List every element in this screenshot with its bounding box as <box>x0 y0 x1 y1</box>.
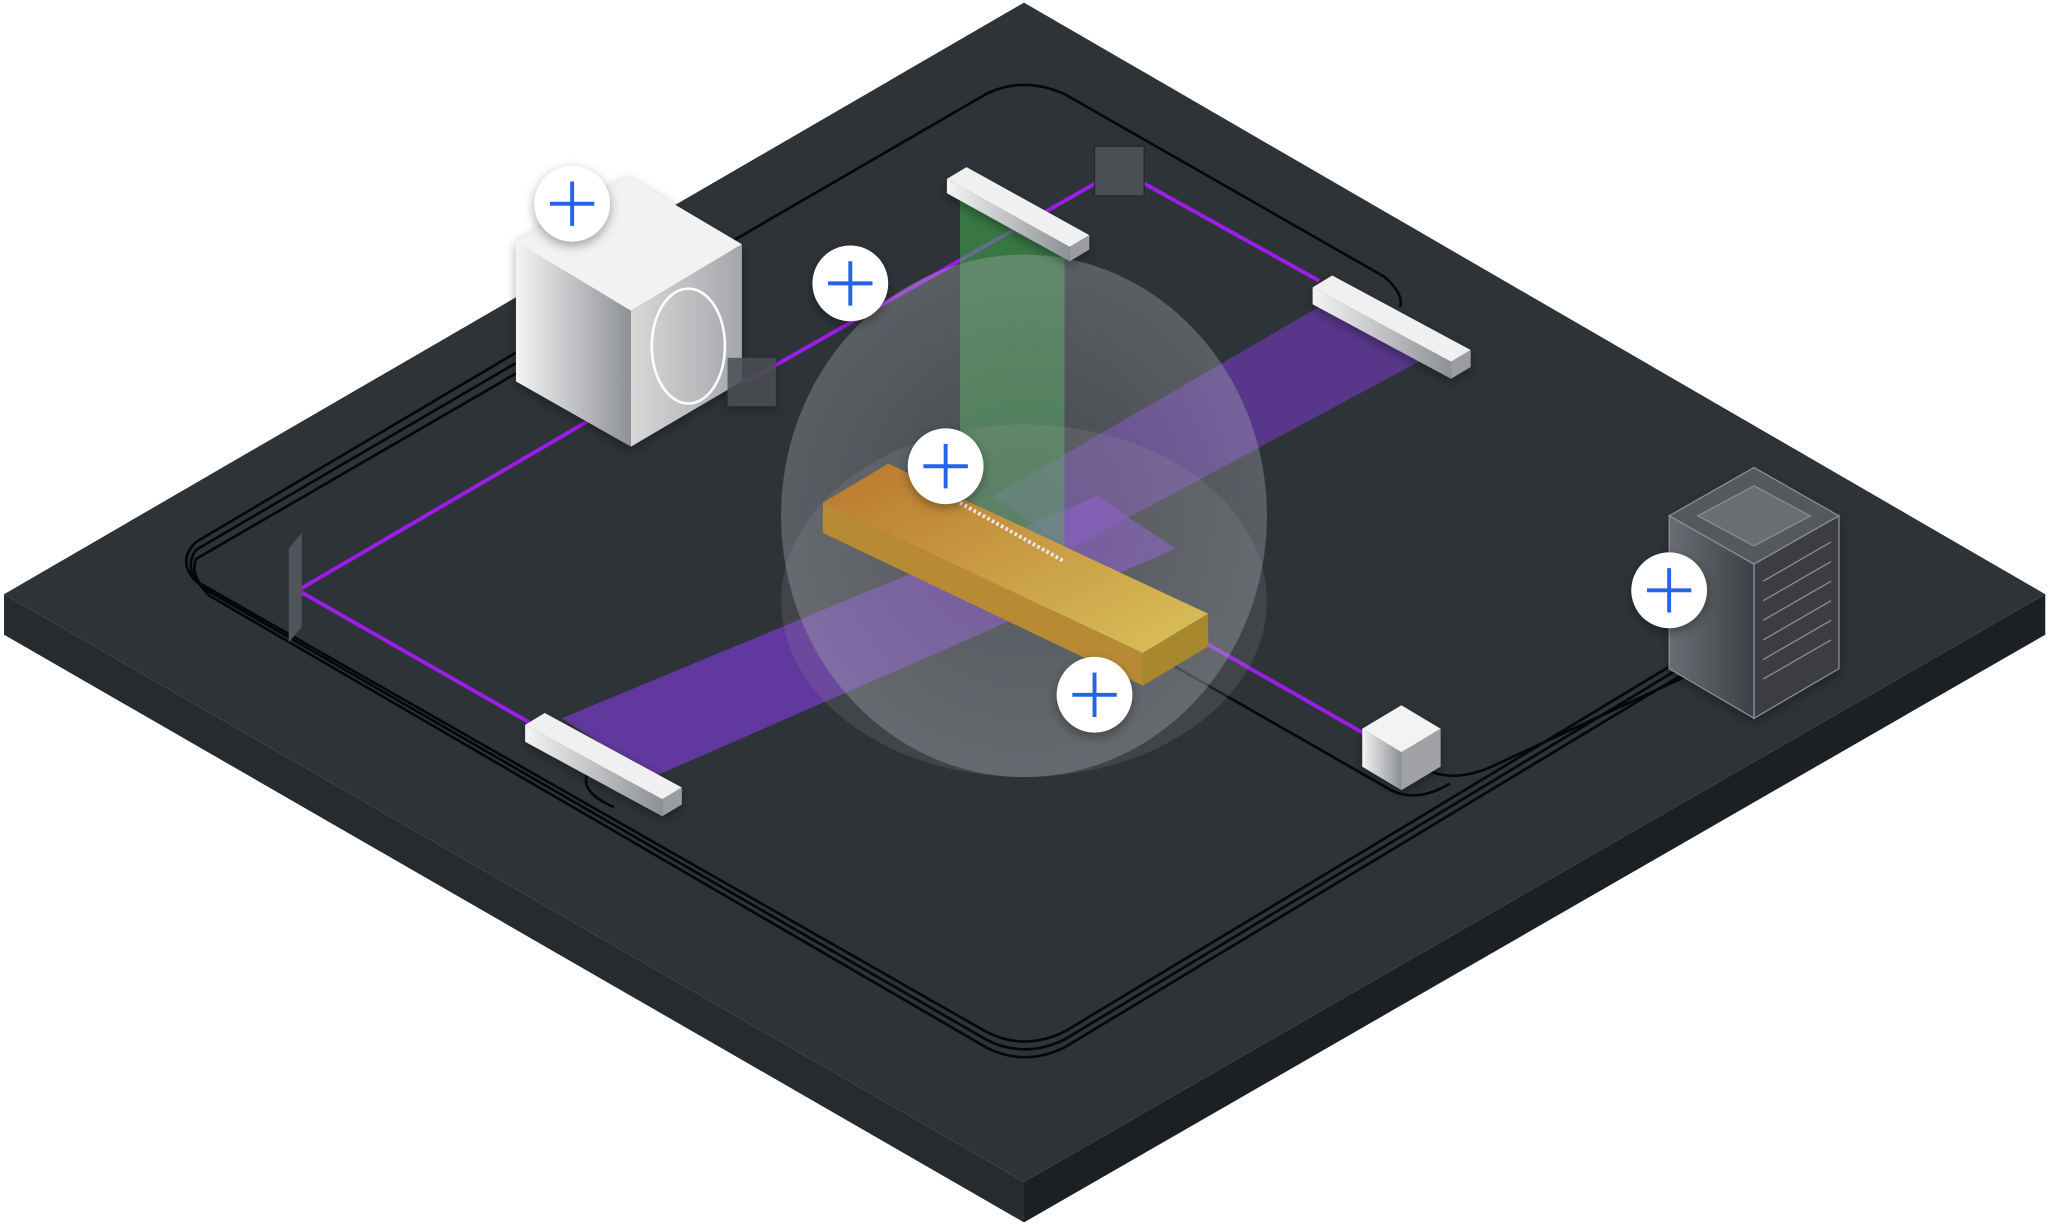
mirror-square <box>1093 145 1145 197</box>
plus-icon <box>1072 672 1117 717</box>
plus-icon <box>549 181 595 226</box>
fiber-cables <box>184 83 1715 1059</box>
hotspot-laser-source[interactable] <box>534 165 611 242</box>
hotspot-ion-trap[interactable] <box>907 428 984 505</box>
detector-cube <box>1362 705 1441 791</box>
hotspot-beam-optics[interactable] <box>812 245 889 322</box>
platform-side-left <box>4 594 1025 1223</box>
mirror-left <box>288 532 302 643</box>
hotspot-vacuum-chamber[interactable] <box>1056 656 1133 733</box>
hotspot-control-server[interactable] <box>1631 552 1708 629</box>
optic-bar-right <box>1312 275 1471 379</box>
control-server <box>1667 466 1841 720</box>
ion-trap-chip <box>822 463 1209 686</box>
optic-bar-top <box>946 167 1090 262</box>
plus-icon <box>923 444 968 489</box>
plus-icon <box>828 261 873 306</box>
optic-bar-left <box>525 713 682 817</box>
platform-side-right <box>1024 594 2046 1223</box>
plus-icon <box>1646 568 1692 613</box>
